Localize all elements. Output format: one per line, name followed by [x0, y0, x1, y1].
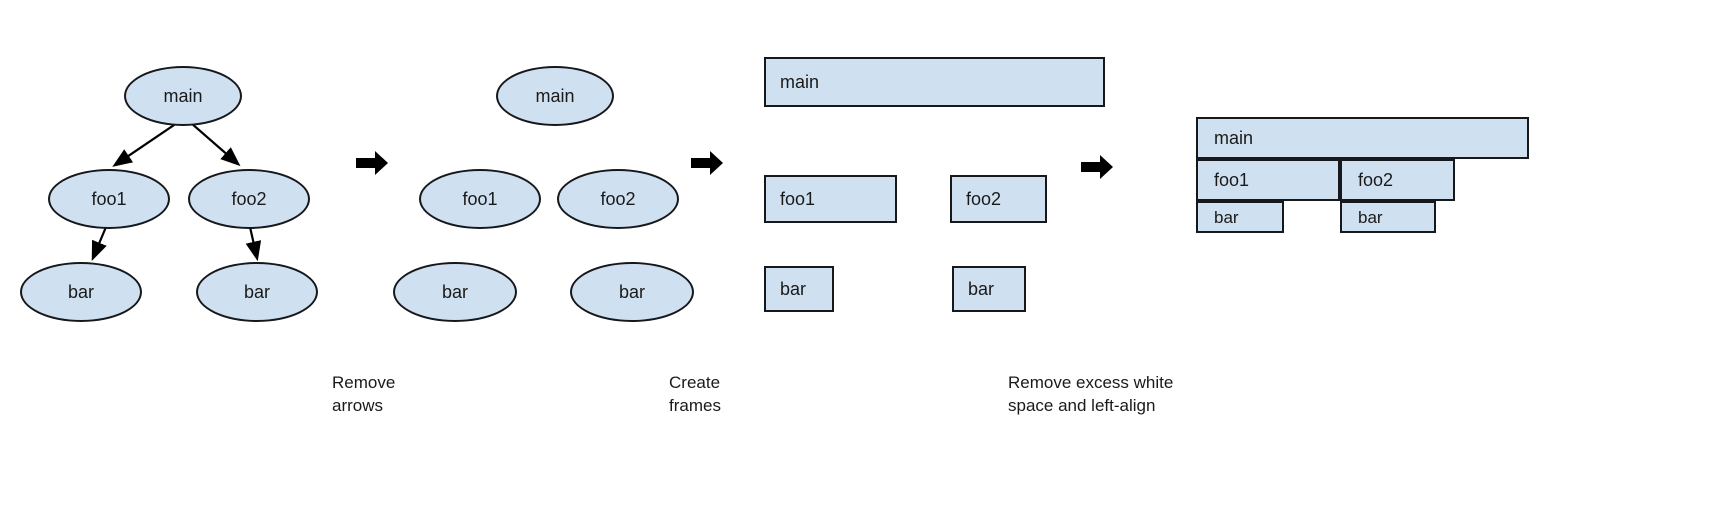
flame-foo2[interactable]: foo2: [1340, 159, 1455, 201]
node-main-tree[interactable]: main: [124, 66, 242, 126]
node-label: bar: [243, 282, 270, 302]
node-bar-right-tree[interactable]: bar: [196, 262, 318, 322]
flame-foo1[interactable]: foo1: [1196, 159, 1340, 201]
flame-label: bar: [1214, 207, 1239, 227]
node-bar-right-noarrows[interactable]: bar: [570, 262, 694, 322]
flame-bar-left[interactable]: bar: [1196, 201, 1284, 233]
step-arrow-2-icon: [691, 151, 723, 175]
node-label: bar: [441, 282, 468, 302]
frame-label: foo1: [780, 189, 816, 209]
node-foo1-noarrows[interactable]: foo1: [419, 169, 541, 229]
edge-foo2-to-bar: [245, 226, 262, 262]
frame-foo1[interactable]: foo1: [764, 175, 897, 223]
frame-bar-left[interactable]: bar: [764, 266, 834, 312]
edge-main-to-foo1: [112, 122, 178, 167]
caption-remove-whitespace: Remove excess white space and left-align: [1008, 373, 1174, 415]
node-label: foo1: [91, 189, 127, 209]
edge-foo1-to-bar: [91, 226, 108, 262]
flame-bar-right[interactable]: bar: [1340, 201, 1436, 233]
node-label: foo2: [600, 189, 636, 209]
frame-label: bar: [968, 279, 995, 299]
node-label: bar: [67, 282, 94, 302]
flame-label: foo2: [1358, 170, 1394, 190]
frame-label: bar: [780, 279, 807, 299]
frame-main[interactable]: main: [764, 57, 1105, 107]
flame-label: main: [1214, 128, 1254, 148]
step-arrow-1-icon: [356, 151, 388, 175]
flame-label: bar: [1358, 207, 1383, 227]
step-arrow-3-icon: [1081, 155, 1113, 179]
node-label: bar: [618, 282, 645, 302]
node-foo2-noarrows[interactable]: foo2: [557, 169, 679, 229]
caption-remove-arrows: Remove arrows: [332, 373, 396, 415]
flame-label: foo1: [1214, 170, 1250, 190]
flame-main[interactable]: main: [1196, 117, 1529, 159]
node-bar-left-noarrows[interactable]: bar: [393, 262, 517, 322]
node-label: main: [535, 86, 575, 106]
node-foo2-tree[interactable]: foo2: [188, 169, 310, 229]
frame-label: main: [780, 72, 820, 92]
caption-create-frames: Create frames: [669, 373, 721, 415]
edge-main-to-foo2: [190, 122, 241, 167]
node-label: foo1: [462, 189, 498, 209]
node-foo1-tree[interactable]: foo1: [48, 169, 170, 229]
node-bar-left-tree[interactable]: bar: [20, 262, 142, 322]
frame-foo2[interactable]: foo2: [950, 175, 1047, 223]
node-main-noarrows[interactable]: main: [496, 66, 614, 126]
node-label: main: [163, 86, 203, 106]
frame-label: foo2: [966, 189, 1002, 209]
node-label: foo2: [231, 189, 267, 209]
frame-bar-right[interactable]: bar: [952, 266, 1026, 312]
